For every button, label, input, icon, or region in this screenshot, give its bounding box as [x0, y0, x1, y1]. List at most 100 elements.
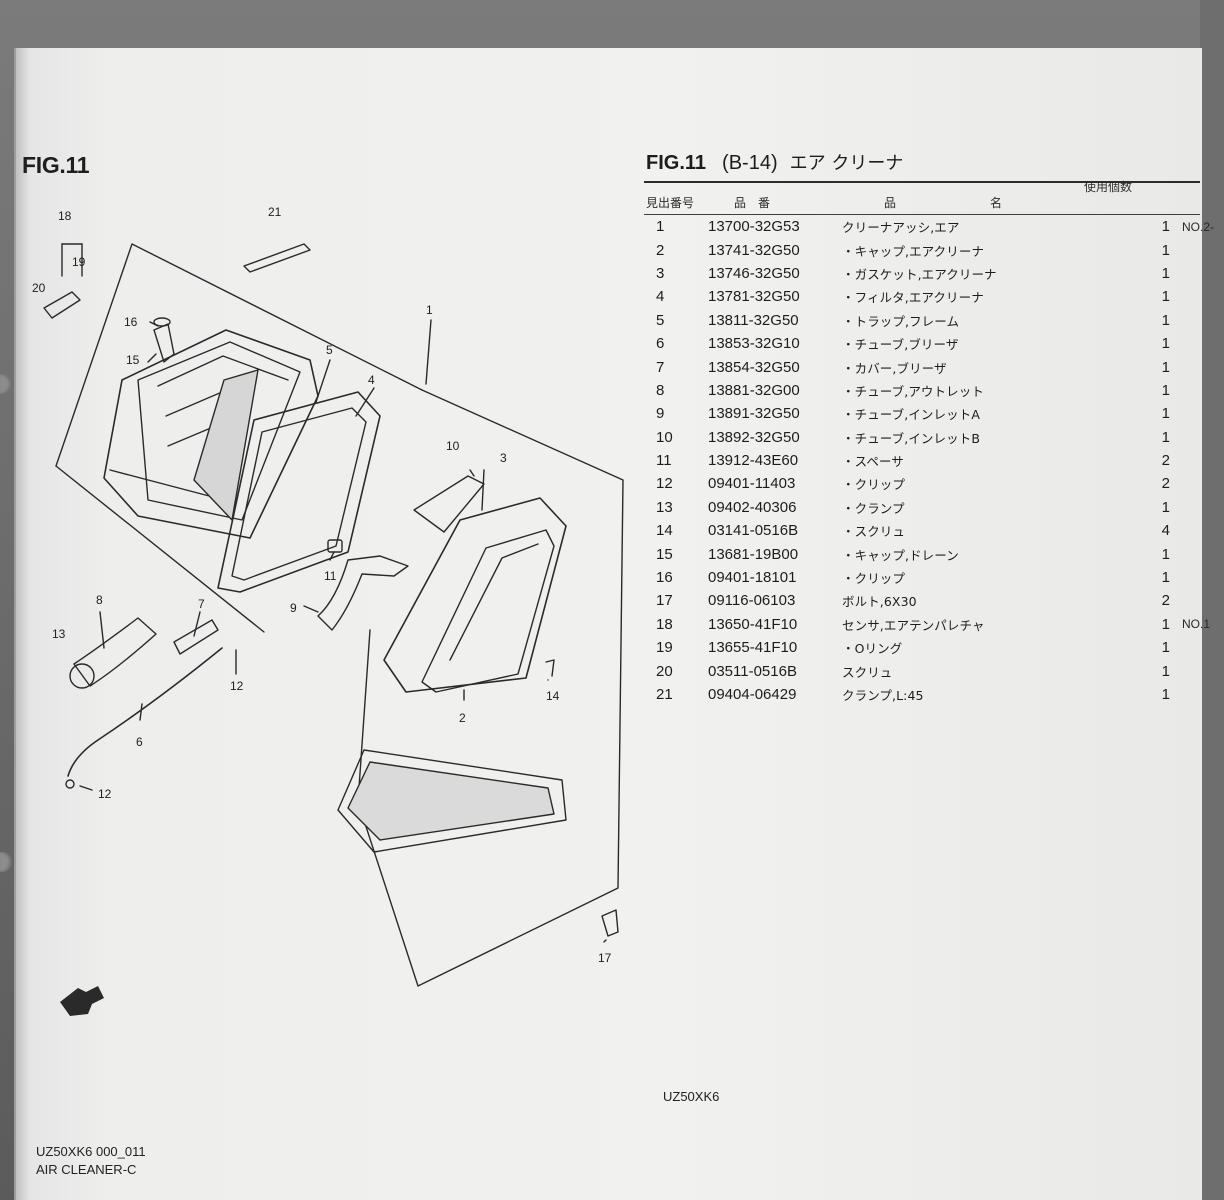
- cell-ref-number: 15: [656, 545, 673, 563]
- cell-quantity: 1: [1161, 288, 1170, 306]
- fwd-arrow-icon: [60, 986, 104, 1016]
- callout-4: 4: [368, 373, 375, 387]
- cell-part-name: ・クリップ: [842, 477, 906, 493]
- clamp-13: [69, 663, 95, 689]
- cell-part-name: ・クランプ: [842, 500, 905, 516]
- cell-note: [1176, 519, 1224, 542]
- leader-12b: [79, 785, 93, 791]
- assembly-outline-left: [55, 465, 265, 633]
- assembly-outline-top: [55, 243, 423, 467]
- header-usage-count: 使用個数: [1084, 180, 1133, 194]
- callout-17: 17: [598, 951, 612, 965]
- leader-17: [603, 939, 607, 943]
- manual-page: [14, 48, 1202, 1200]
- cell-part-name: ・キャップ,エアクリーナ: [842, 243, 985, 259]
- cell-note: [1176, 355, 1224, 378]
- title-rule: [644, 181, 1200, 183]
- cell-ref-number: 16: [656, 569, 673, 587]
- callout-3: 3: [500, 451, 507, 465]
- cell-part-number: 13853-32G10: [708, 335, 800, 353]
- parts-table-header: 使用個数 見出番号 品番 品 名: [646, 180, 1202, 210]
- cell-quantity: 1: [1161, 405, 1170, 423]
- cell-part-number: 13781-32G50: [708, 288, 800, 306]
- leader-1: [425, 319, 432, 385]
- cell-quantity: 1: [1161, 569, 1170, 587]
- sensor: [43, 291, 81, 319]
- figure-title: FIG.11(B-14)エア クリーナ: [646, 149, 903, 175]
- filter-element: [217, 391, 381, 593]
- cell-part-number: 13681-19B00: [708, 545, 799, 563]
- callout-10: 10: [446, 439, 460, 453]
- cell-quantity: 2: [1161, 592, 1170, 610]
- cell-ref-number: 8: [656, 381, 665, 399]
- cell-quantity: 1: [1161, 358, 1170, 376]
- leader-10: [469, 469, 475, 477]
- cell-part-number: 13912-43E60: [708, 452, 799, 470]
- figure-label-left: FIG.11: [22, 152, 90, 178]
- bolt-17: [601, 909, 619, 937]
- breather-clip: [65, 779, 75, 789]
- figure-title-section: (B-14): [722, 152, 778, 174]
- callout-11: 11: [324, 569, 337, 583]
- leader-9: [303, 605, 319, 613]
- cell-quantity: 1: [1161, 498, 1170, 516]
- leader-5: [315, 359, 331, 403]
- callout-14: 14: [546, 689, 560, 703]
- assembly-outline-mid: [357, 629, 371, 803]
- cell-part-name: クリーナアッシ,エア: [842, 220, 960, 236]
- footer-center-model: UZ50XK6: [663, 1089, 720, 1104]
- cell-ref-number: 14: [656, 522, 673, 540]
- cell-ref-number: 10: [656, 428, 673, 446]
- cell-note: [1176, 636, 1224, 659]
- inlet-tube-b: [413, 475, 485, 533]
- cell-quantity: 1: [1161, 335, 1170, 353]
- figure-title-number: FIG.11: [646, 152, 707, 174]
- cleaner-cap-rib: [449, 543, 539, 661]
- cell-quantity: 1: [1161, 218, 1170, 236]
- cell-ref-number: 1: [656, 218, 665, 236]
- cell-ref-number: 17: [656, 592, 673, 610]
- cell-ref-number: 2: [656, 241, 665, 259]
- assembly-outline-right: [357, 389, 624, 987]
- spacer: [327, 539, 343, 553]
- cell-ref-number: 19: [656, 639, 673, 657]
- breather-cover: [173, 619, 219, 655]
- cell-quantity: 1: [1161, 662, 1170, 680]
- cell-part-name: スクリュ: [842, 664, 893, 680]
- leader-6: [139, 703, 143, 721]
- cell-part-number: 09116-06103: [708, 592, 796, 610]
- cleaner-cap: [421, 529, 555, 693]
- cell-part-number: 09401-18101: [708, 569, 797, 587]
- cell-quantity: 2: [1161, 452, 1170, 470]
- header-name-2: 名: [990, 196, 1003, 210]
- breather-tube: [67, 647, 223, 777]
- cell-note: NO.1: [1182, 617, 1211, 632]
- cell-note: [1176, 379, 1224, 402]
- cell-quantity: 1: [1161, 545, 1170, 563]
- cell-ref-number: 4: [656, 288, 665, 306]
- cell-part-number: 03141-0516B: [708, 522, 799, 540]
- cell-quantity: 1: [1161, 615, 1170, 633]
- cell-ref-number: 11: [656, 452, 672, 470]
- cell-part-number: 13854-32G50: [708, 358, 800, 376]
- outlet-tube: [73, 617, 157, 687]
- cell-quantity: 4: [1161, 522, 1170, 540]
- cell-quantity: 1: [1161, 428, 1170, 446]
- cell-part-name: ・フィルタ,エアクリーナ: [842, 290, 984, 306]
- footer-left: UZ50XK6 000_011 AIR CLEANER-C: [36, 1143, 146, 1179]
- cell-ref-number: 5: [656, 311, 665, 329]
- cell-part-name: ・チューブ,インレットB: [842, 430, 980, 446]
- cell-part-name: ・ガスケット,エアクリーナ: [842, 266, 997, 282]
- housing-frame: [103, 329, 319, 539]
- cell-part-name: ・カバー,ブリーザ: [842, 360, 947, 376]
- cell-part-number: 13655-41F10: [708, 639, 798, 657]
- cell-quantity: 1: [1161, 311, 1170, 329]
